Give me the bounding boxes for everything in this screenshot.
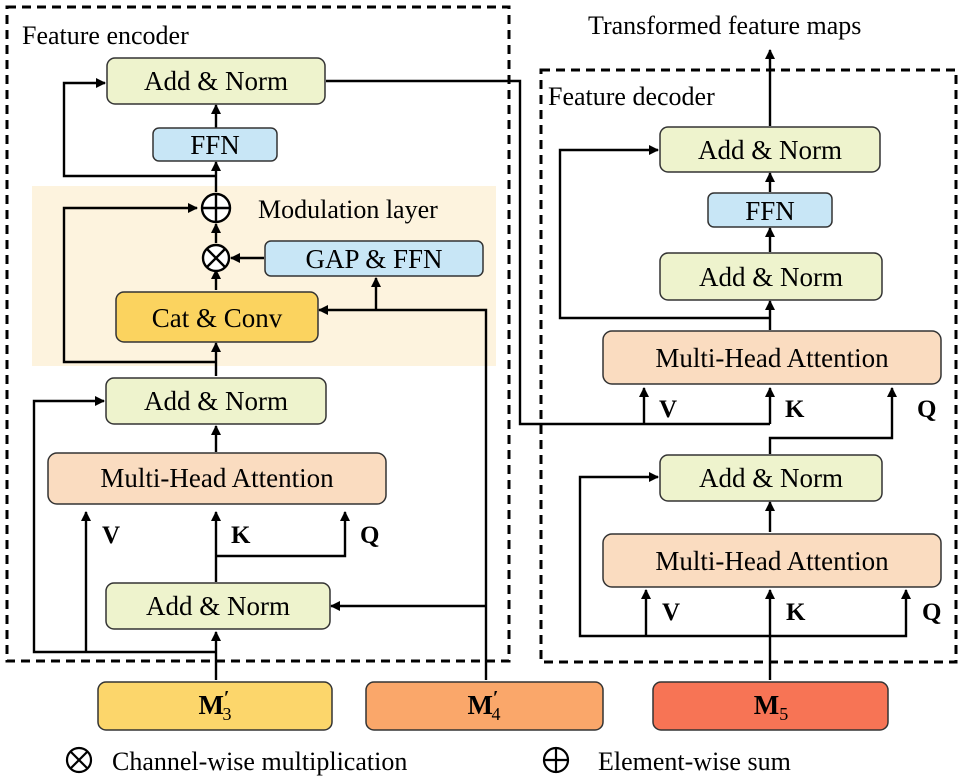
svg-text:Add & Norm: Add & Norm xyxy=(144,66,288,96)
encoder-add-norm-bottom: Add & Norm xyxy=(105,582,331,630)
cat-conv-box: Cat & Conv xyxy=(115,291,319,343)
decoder-v-bottom-label: V xyxy=(662,599,680,626)
decoder-q-bottom-label: Q xyxy=(922,599,941,626)
encoder-k-label: K xyxy=(231,522,251,549)
legend-multiply-label: Channel-wise multiplication xyxy=(112,747,407,776)
feature-decoder-frame xyxy=(539,68,958,664)
svg-text:Multi-Head Attention: Multi-Head Attention xyxy=(655,546,889,576)
svg-text:M′3: M′3 xyxy=(198,687,231,724)
svg-text:Add & Norm: Add & Norm xyxy=(699,262,843,292)
input-m4: M′4 xyxy=(365,681,604,731)
decoder-add-norm-mid: Add & Norm xyxy=(659,252,883,301)
decoder-add-norm-top: Add & Norm xyxy=(659,126,881,173)
svg-text:Multi-Head Attention: Multi-Head Attention xyxy=(655,343,889,373)
decoder-k-bottom-label: K xyxy=(786,599,806,626)
decoder-add-norm-bottom: Add & Norm xyxy=(659,454,883,502)
encoder-ffn: FFN xyxy=(152,127,278,162)
connectors xyxy=(32,49,911,680)
svg-text:Add & Norm: Add & Norm xyxy=(144,386,288,416)
decoder-ffn: FFN xyxy=(707,192,833,228)
decoder-multi-head-attention-top: Multi-Head Attention xyxy=(602,330,942,385)
svg-text:M′4: M′4 xyxy=(467,687,500,724)
encoder-add-norm-top: Add & Norm xyxy=(106,57,326,105)
gap-ffn-box: GAP & FFN xyxy=(264,240,484,277)
svg-text:Add & Norm: Add & Norm xyxy=(699,463,843,493)
svg-text:FFN: FFN xyxy=(745,196,795,226)
feature-encoder-frame xyxy=(5,5,511,663)
svg-text:Multi-Head Attention: Multi-Head Attention xyxy=(100,463,334,493)
decoder-v-top-label: V xyxy=(659,396,677,423)
svg-text:Cat & Conv: Cat & Conv xyxy=(152,303,283,333)
encoder-q-label: Q xyxy=(360,522,379,549)
svg-text:Add & Norm: Add & Norm xyxy=(146,591,290,621)
modulation-layer-title: Modulation layer xyxy=(258,195,438,224)
encoder-add-norm-mid: Add & Norm xyxy=(105,377,327,425)
channel-multiply-node xyxy=(201,243,231,273)
input-m3: M′3 xyxy=(97,681,333,731)
svg-text:FFN: FFN xyxy=(190,130,240,160)
output-label: Transformed feature maps xyxy=(588,11,861,40)
decoder-q-top-label: Q xyxy=(917,396,936,423)
decoder-multi-head-attention-bottom: Multi-Head Attention xyxy=(602,533,942,588)
encoder-multi-head-attention: Multi-Head Attention xyxy=(47,452,387,505)
circle-times-icon xyxy=(65,746,93,774)
svg-text:GAP & FFN: GAP & FFN xyxy=(305,244,442,274)
element-wise-sum-node xyxy=(200,192,232,224)
feature-encoder-title: Feature encoder xyxy=(22,21,189,50)
input-m5: M5 xyxy=(652,681,889,731)
decoder-k-top-label: K xyxy=(785,396,805,423)
legend-sum-label: Element-wise sum xyxy=(598,747,791,776)
circle-plus-icon xyxy=(542,746,570,774)
encoder-v-label: V xyxy=(102,522,120,549)
svg-text:Add & Norm: Add & Norm xyxy=(698,135,842,165)
feature-decoder-title: Feature decoder xyxy=(548,82,715,111)
svg-text:M5: M5 xyxy=(754,690,788,724)
